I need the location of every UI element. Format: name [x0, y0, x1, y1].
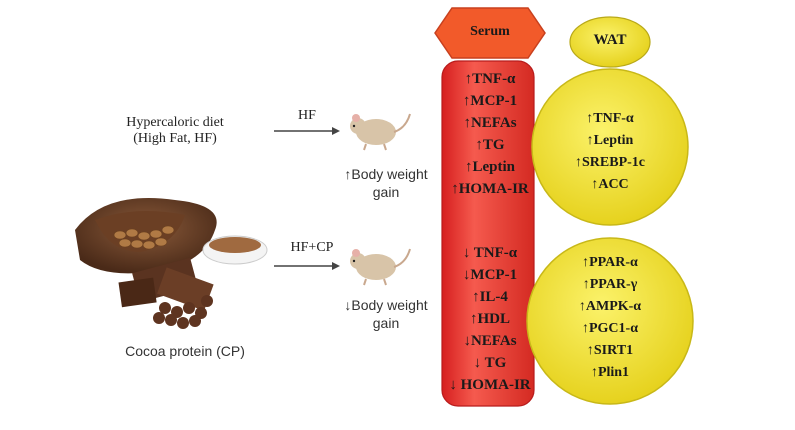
serum-column [434, 7, 546, 407]
serum-bar [441, 60, 535, 407]
wat-title: WAT [593, 32, 627, 48]
serum-marker: ↑TG [475, 137, 505, 153]
serum-bottom-list: ↓ TNF-α ↓MCP-1 ↑IL-4 ↑HDL ↓NEFAs ↓ TG ↓ … [440, 242, 540, 396]
diet-label-line1: Hypercaloric diet [126, 115, 224, 130]
cocoa-beans-icon [113, 225, 175, 250]
wat-marker: ↑SIRT1 [586, 343, 634, 358]
cocoa-label: Cocoa protein (CP) [125, 343, 245, 359]
wat-marker: ↑SREBP-1c [575, 155, 645, 170]
cp-body-weight-line2: gain [372, 315, 400, 331]
serum-marker: ↑Leptin [464, 159, 515, 175]
chocolate-balls-icon [153, 295, 213, 329]
serum-marker: ↓MCP-1 [462, 267, 518, 283]
wat-marker: ↑ACC [591, 177, 629, 192]
wat-marker: ↑PGC1-α [581, 321, 639, 336]
serum-marker: ↑TNF-α [464, 71, 516, 87]
serum-marker: ↑NEFAs [463, 115, 517, 131]
wat-top-list: ↑TNF-α ↑Leptin ↑SREBP-1c ↑ACC [560, 108, 660, 196]
serum-marker: ↓NEFAs [463, 333, 517, 349]
wat-marker: ↑PPAR-α [582, 255, 638, 270]
serum-marker: ↑MCP-1 [462, 93, 518, 109]
hf-arrow [274, 127, 340, 135]
serum-title: Serum [470, 24, 510, 39]
serum-marker: ↑HDL [469, 311, 510, 327]
serum-top-list: ↑TNF-α ↑MCP-1 ↑NEFAs ↑TG ↑Leptin ↑HOMA-I… [440, 68, 540, 200]
hfcp-arrow-label: HF+CP [290, 240, 334, 255]
hfcp-arrow [274, 262, 340, 270]
cocoa-illustration [75, 198, 268, 329]
wat-marker: ↑Leptin [586, 133, 634, 148]
wat-shapes [526, 16, 694, 405]
serum-hexagon [434, 7, 546, 59]
diet-label: Hypercaloric diet (High Fat, HF) [90, 115, 260, 147]
wat-bottom-list: ↑PPAR-α ↑PPAR-γ ↑AMPK-α ↑PGC1-α ↑SIRT1 ↑… [560, 252, 660, 384]
serum-marker: ↑IL-4 [472, 289, 508, 305]
wat-top-circle [531, 68, 689, 226]
diet-label-line2: (High Fat, HF) [133, 131, 217, 146]
mouse-icon [350, 248, 411, 286]
serum-marker: ↓ TG [473, 355, 507, 371]
wat-marker: ↑PPAR-γ [582, 277, 638, 292]
hf-arrow-label: HF [298, 108, 316, 123]
serum-marker: ↑HOMA-IR [451, 181, 529, 197]
hf-body-weight-line2: gain [372, 184, 400, 200]
cp-body-weight-label: ↓Body weight gain [330, 296, 442, 332]
serum-marker: ↓ TNF-α [462, 245, 518, 261]
hf-body-weight-line1: ↑Body weight [344, 166, 428, 182]
mouse-icon [350, 113, 411, 151]
wat-marker: ↑AMPK-α [578, 299, 642, 314]
wat-bottom-circle [526, 237, 694, 405]
serum-marker: ↓ HOMA-IR [449, 377, 531, 393]
wat-marker: ↑TNF-α [586, 111, 634, 126]
hf-body-weight-label: ↑Body weight gain [330, 165, 442, 201]
wat-marker: ↑Plin1 [590, 365, 630, 380]
cp-body-weight-line1: ↓Body weight [344, 297, 428, 313]
wat-header-ellipse [569, 16, 651, 68]
